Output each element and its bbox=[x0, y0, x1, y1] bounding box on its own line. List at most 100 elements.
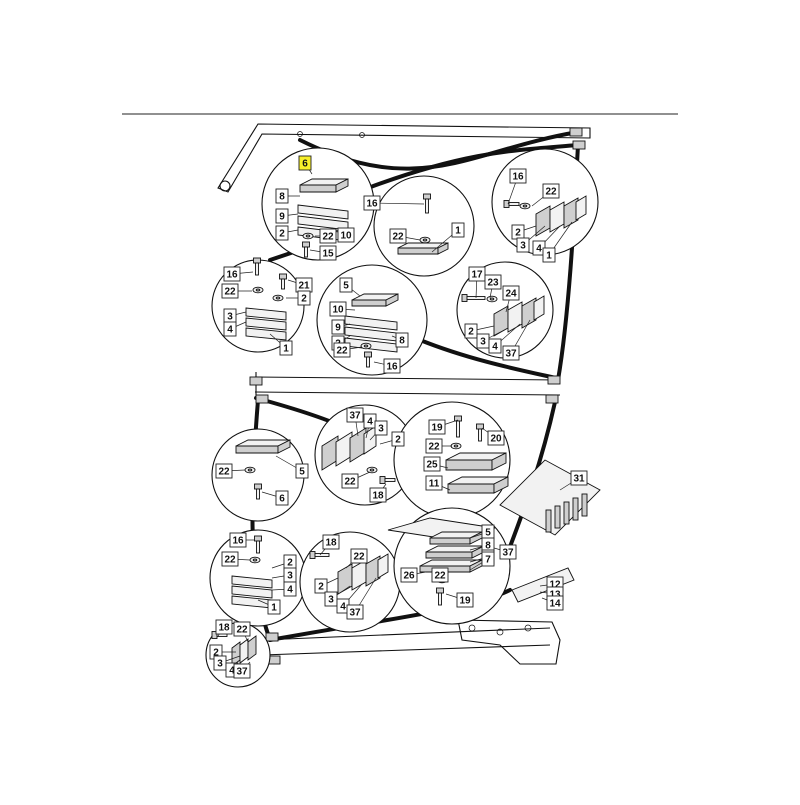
cover-fin bbox=[581, 493, 588, 517]
bolt-head bbox=[309, 551, 316, 559]
callout-box bbox=[423, 456, 441, 472]
callout-label: 8 bbox=[275, 188, 289, 204]
callout-box bbox=[215, 619, 233, 635]
callout-label: 16 bbox=[229, 532, 247, 548]
callout-label: 37 bbox=[346, 407, 364, 423]
bolt-shank bbox=[255, 262, 259, 276]
callout-label: 16 bbox=[223, 266, 241, 282]
callout-box bbox=[333, 342, 351, 358]
callout-label: 6 bbox=[298, 155, 312, 171]
callout-label: 1 bbox=[279, 340, 293, 356]
callout-box bbox=[331, 319, 345, 335]
callout-label: 22 bbox=[319, 228, 337, 244]
callout-number: 8 bbox=[279, 192, 285, 203]
callout-box bbox=[570, 470, 588, 486]
callout-label: 22 bbox=[221, 551, 239, 567]
callout-label: 22 bbox=[389, 228, 407, 244]
callout-number: 2 bbox=[318, 582, 324, 593]
callout-labels: 6892102215162211622234116212223415109282… bbox=[209, 155, 588, 679]
callout-number: 17 bbox=[471, 270, 483, 281]
bolt-shank bbox=[425, 198, 429, 214]
callout-number: 4 bbox=[340, 602, 346, 613]
bolt-shank bbox=[478, 428, 482, 442]
callout-box bbox=[319, 228, 337, 244]
washer-hole bbox=[363, 344, 369, 348]
callout-number: 10 bbox=[340, 231, 352, 242]
plate-part bbox=[344, 315, 398, 331]
callout-label: 4 bbox=[283, 581, 297, 597]
callout-label: 1 bbox=[451, 222, 465, 238]
washer-hole bbox=[305, 234, 311, 238]
callout-label: 8 bbox=[395, 332, 409, 348]
callout-label: 11 bbox=[425, 475, 443, 491]
callout-box bbox=[221, 551, 239, 567]
callout-number: 21 bbox=[298, 281, 310, 292]
slab-side bbox=[429, 537, 471, 545]
callout-number: 3 bbox=[520, 241, 526, 252]
callout-box bbox=[322, 534, 340, 550]
callout-label: 2 bbox=[283, 554, 297, 570]
slab-end bbox=[491, 452, 507, 471]
callout-number: 1 bbox=[546, 251, 552, 262]
callout-box bbox=[542, 247, 556, 263]
callout-number: 6 bbox=[302, 159, 308, 170]
slab-side bbox=[445, 459, 493, 471]
callout-number: 37 bbox=[502, 548, 514, 559]
cover-fin bbox=[572, 497, 579, 521]
callout-number: 1 bbox=[271, 603, 277, 614]
callout-number: 9 bbox=[335, 323, 341, 334]
callout-number: 14 bbox=[549, 599, 561, 610]
callout-number: 11 bbox=[429, 479, 440, 490]
callout-number: 23 bbox=[487, 278, 499, 289]
callout-label: 2 bbox=[391, 431, 405, 447]
callout-number: 18 bbox=[372, 491, 384, 502]
callout-label: 22 bbox=[215, 463, 233, 479]
callout-box bbox=[346, 407, 364, 423]
callout-number: 15 bbox=[322, 249, 334, 260]
washer-hole bbox=[275, 296, 281, 300]
callout-label: 19 bbox=[428, 419, 446, 435]
callout-label: 37 bbox=[346, 604, 364, 620]
callout-label: 15 bbox=[319, 245, 337, 261]
callout-box bbox=[314, 578, 328, 594]
callout-label: 18 bbox=[369, 487, 387, 503]
cover-fin bbox=[563, 501, 570, 525]
callout-label: 2 bbox=[511, 224, 525, 240]
callout-label: 37 bbox=[233, 663, 251, 679]
callout-number: 3 bbox=[328, 595, 334, 606]
bolt-head bbox=[423, 193, 431, 200]
callout-box bbox=[329, 301, 347, 317]
callout-number: 3 bbox=[287, 571, 293, 582]
callout-label: 4 bbox=[223, 321, 237, 337]
callout-label: 31 bbox=[570, 470, 588, 486]
plate-part bbox=[575, 195, 587, 221]
callout-number: 5 bbox=[343, 281, 349, 292]
plate-part bbox=[245, 317, 287, 331]
callout-number: 19 bbox=[459, 596, 471, 607]
bolt-head bbox=[436, 587, 444, 594]
callout-box bbox=[391, 431, 405, 447]
callout-label: 9 bbox=[331, 319, 345, 335]
callout-box bbox=[395, 332, 409, 348]
callout-number: 2 bbox=[515, 228, 521, 239]
callout-label: 25 bbox=[423, 456, 441, 472]
plate-part bbox=[245, 307, 287, 321]
callout-box bbox=[275, 188, 289, 204]
callout-label: 9 bbox=[275, 208, 289, 224]
cover-fin bbox=[545, 509, 552, 533]
callout-box bbox=[484, 274, 502, 290]
washer-hole bbox=[453, 444, 459, 448]
callout-box bbox=[481, 551, 495, 567]
callout-box bbox=[369, 487, 387, 503]
callout-label: 1 bbox=[267, 599, 281, 615]
callout-number: 26 bbox=[403, 571, 415, 582]
cover-fin bbox=[554, 505, 561, 529]
callout-box bbox=[363, 195, 381, 211]
callout-box bbox=[509, 168, 527, 184]
callout-label: 21 bbox=[295, 277, 313, 293]
plate-part bbox=[377, 553, 389, 579]
bolt-shank bbox=[384, 478, 396, 482]
callout-number: 22 bbox=[545, 187, 557, 198]
